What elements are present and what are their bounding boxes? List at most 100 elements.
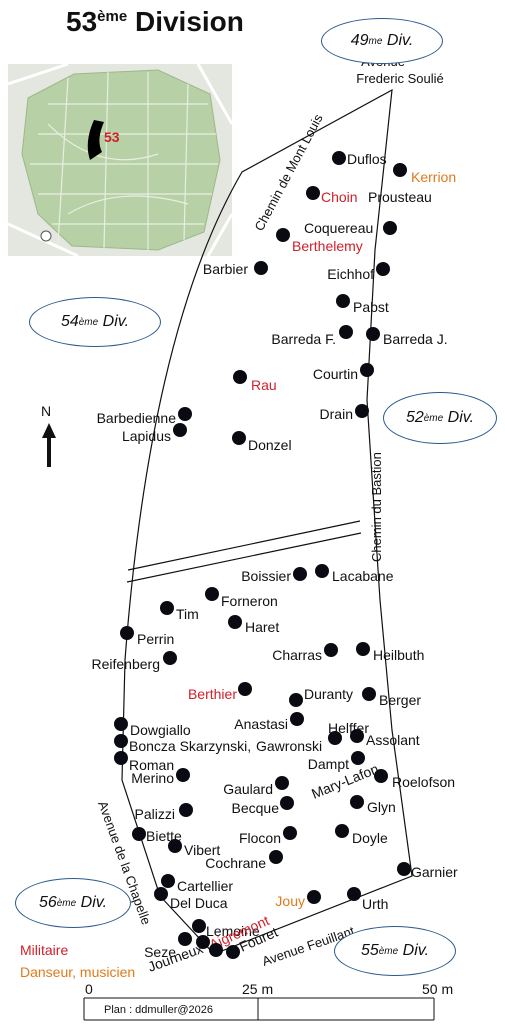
grave-label-courtin: Courtin — [313, 366, 358, 382]
grave-label-lemoine: Lemoine — [206, 923, 260, 939]
grave-marker-cartellier — [161, 874, 175, 888]
grave-marker-forneron — [205, 587, 219, 601]
grave-label-roman: Roman — [129, 757, 174, 773]
neighbor-55-word: Div. — [402, 942, 430, 959]
scale-mid: 25 m — [242, 981, 274, 997]
grave-label-anastasi: Anastasi — [234, 716, 288, 732]
grave-label-haret: Haret — [245, 619, 279, 635]
grave-marker-dampt — [351, 751, 365, 765]
neighbor-56-number: 56 — [38, 894, 57, 911]
cross-path-upper — [127, 520, 361, 571]
grave-label-barreda-f: Barreda F. — [271, 331, 336, 347]
grave-marker-barreda-f — [339, 325, 353, 339]
grave-marker-gaulard — [275, 776, 289, 790]
grave-label-glyn: Glyn — [367, 799, 396, 815]
grave-marker-donzel — [232, 431, 246, 445]
neighbor-54-suffix: ème — [78, 316, 99, 328]
grave-label-coquereau: Coquereau — [304, 220, 373, 236]
grave-marker-del-duca — [154, 887, 168, 901]
grave-marker-garnier — [397, 862, 411, 876]
scale-end: 50 m — [422, 981, 454, 997]
grave-marker-berthelemy — [276, 228, 290, 242]
grave-marker-berger — [362, 687, 376, 701]
neighbor-52-number: 52 — [405, 409, 424, 426]
grave-label-berthier: Berthier — [188, 686, 237, 702]
street-mont-louis: Chemin de Mont Louis — [251, 111, 326, 233]
grave-marker-doyle — [335, 824, 349, 838]
grave-label-jouy: Jouy — [275, 893, 305, 909]
grave-label-barreda-j: Barreda J. — [383, 331, 448, 347]
grave-marker-palizzi — [179, 803, 193, 817]
neighbor-55-number: 55 — [360, 942, 379, 959]
grave-marker-lapidus — [173, 423, 187, 437]
grave-marker-flocon — [283, 826, 297, 840]
grave-marker-dowgiallo — [114, 717, 128, 731]
title-number: 53 — [66, 6, 98, 37]
grave-marker-seze — [178, 932, 192, 946]
grave-label-lacabane: Lacabane — [332, 568, 394, 584]
grave-marker-aigremont — [196, 935, 210, 949]
neighbor-49-suffix: me — [368, 35, 383, 47]
grave-label-eichhof: Eichhof — [327, 266, 374, 282]
grave-label-perrin: Perrin — [137, 631, 174, 647]
grave-label-barbier: Barbier — [203, 261, 248, 277]
grave-label-kerrion: Kerrion — [411, 169, 456, 185]
grave-label-charras: Charras — [272, 647, 322, 663]
neighbor-56-suffix: ème — [56, 897, 77, 909]
grave-label-drain: Drain — [320, 406, 353, 422]
grave-marker-perrin — [120, 626, 134, 640]
grave-marker-haret — [228, 615, 242, 629]
grave-label-lapidus: Lapidus — [122, 428, 171, 444]
grave-marker-charras — [324, 643, 338, 657]
grave-marker-glyn — [350, 795, 364, 809]
grave-marker-tim — [160, 601, 174, 615]
grave-marker-kerrion — [393, 163, 407, 177]
grave-label-gaulard: Gaulard — [223, 781, 273, 797]
grave-label-barbedienne: Barbedienne — [97, 410, 177, 426]
grave-label-palizzi: Palizzi — [135, 806, 175, 822]
grave-marker-berthier — [238, 682, 252, 696]
neighbor-54-word: Div. — [102, 313, 130, 330]
grave-label-berger: Berger — [379, 692, 421, 708]
grave-label-del-duca: Del Duca — [170, 895, 228, 911]
grave-marker-fouret — [226, 945, 240, 959]
legend-militaire: Militaire — [20, 942, 69, 958]
scale-bar — [83, 997, 435, 1021]
grave-marker-anastasi — [290, 712, 304, 726]
grave-label-heilbuth: Heilbuth — [373, 647, 424, 663]
grave-label-doyle: Doyle — [352, 830, 388, 846]
grave-marker-roelofson — [374, 769, 388, 783]
page-title: 53ème Division — [66, 6, 244, 38]
grave-marker-reifenberg — [163, 651, 177, 665]
grave-marker-jouy — [307, 890, 321, 904]
plan-credit: Plan : ddmuller@2026 — [104, 1004, 214, 1016]
grave-marker-urth — [347, 887, 361, 901]
scale-zero: 0 — [85, 981, 93, 997]
grave-marker-merino — [176, 768, 190, 782]
north-arrow-icon — [42, 423, 56, 467]
grave-label-pabst: Pabst — [353, 299, 389, 315]
grave-label-garnier: Garnier — [411, 864, 458, 880]
grave-marker-assolant — [350, 729, 364, 743]
grave-marker-biette — [132, 827, 146, 841]
grave-marker-vibert — [168, 839, 182, 853]
grave-label-merino: Merino — [131, 770, 174, 786]
grave-label-flocon: Flocon — [239, 830, 281, 846]
grave-label-rau: Rau — [251, 377, 277, 393]
grave-label-boncza-skarzynski: Boncza Skarzynski, — [129, 738, 251, 754]
grave-label-prousteau: Prousteau — [368, 189, 432, 205]
grave-label-dowgiallo: Dowgiallo — [130, 722, 191, 738]
grave-label-gawronski: Gawronski — [256, 738, 322, 754]
division-outline — [121, 88, 413, 955]
grave-marker-rau — [233, 370, 247, 384]
grave-label-roelofson: Roelofson — [392, 774, 455, 790]
grave-marker-barbier — [254, 261, 268, 275]
street-bastion: Chemin du Bastion — [369, 452, 384, 562]
neighbor-52-word: Div. — [447, 409, 475, 426]
neighbor-54-number: 54 — [60, 313, 79, 330]
grave-marker-courtin — [360, 363, 374, 377]
